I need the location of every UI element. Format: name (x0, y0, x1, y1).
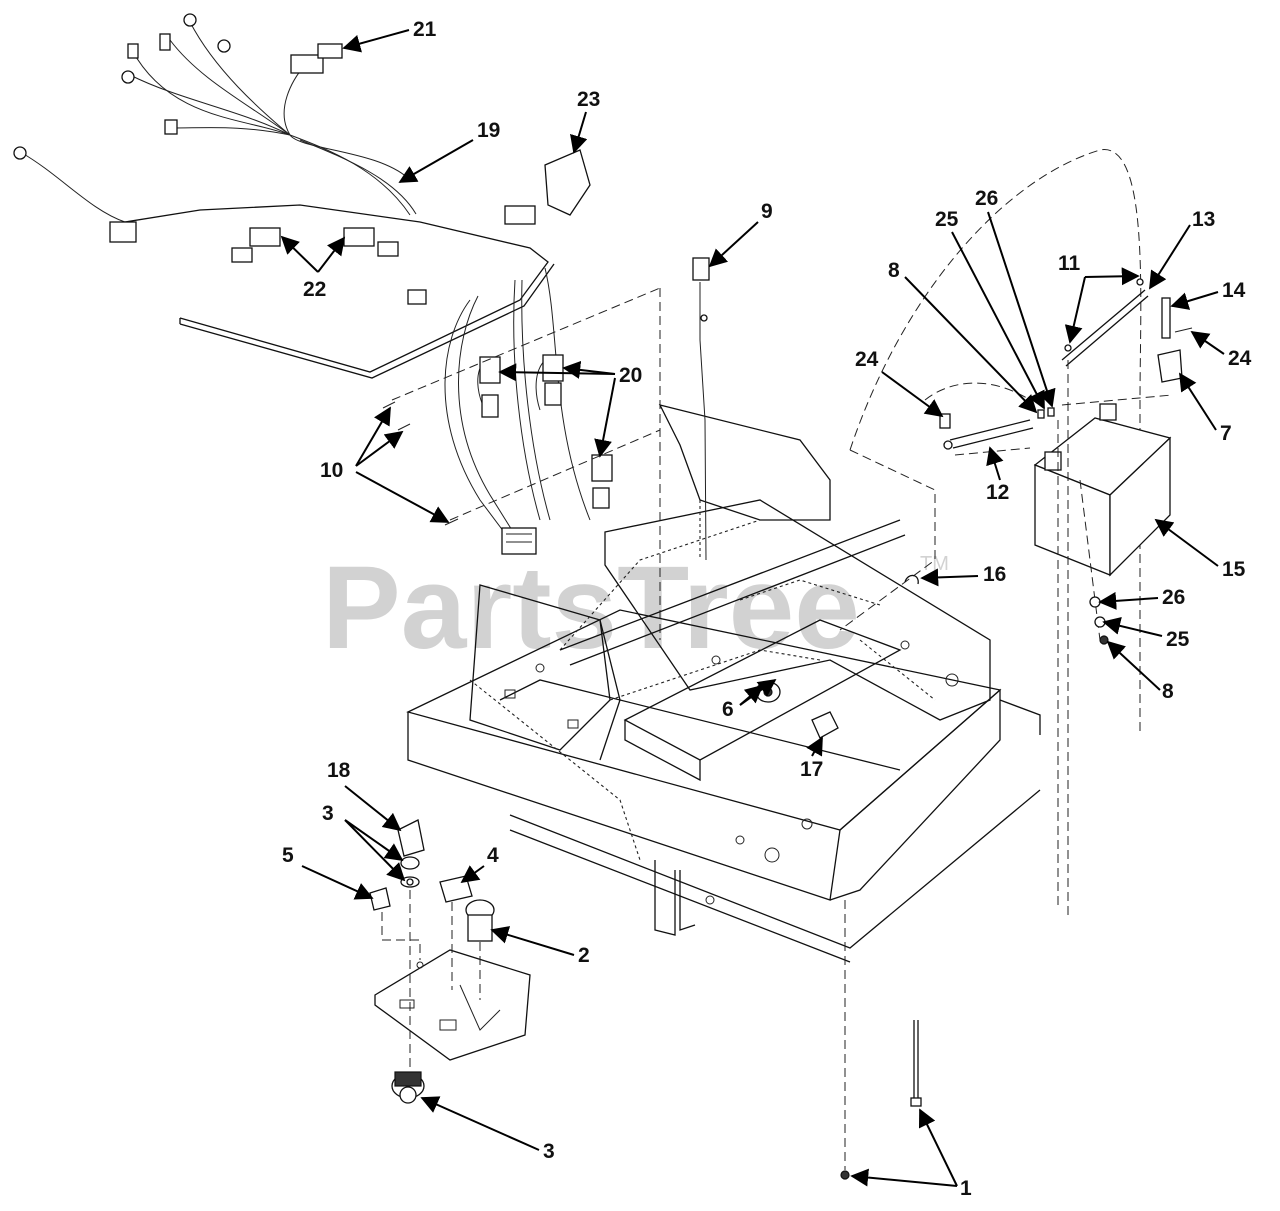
leader-24-left (881, 371, 944, 418)
dash-panel (369, 819, 531, 1104)
leader-21 (342, 29, 410, 53)
leader-11a (1064, 276, 1086, 344)
callout-9: 9 (761, 200, 773, 223)
leader-6b (739, 678, 777, 706)
chassis-frame (406, 404, 1041, 963)
leader-8-lower (1106, 640, 1161, 691)
leader-20c (594, 377, 616, 458)
leader-20b (562, 360, 616, 379)
callout-14: 14 (1222, 279, 1246, 302)
leader-22a (280, 235, 319, 273)
callout-2: 2 (578, 944, 590, 967)
ground-rods (840, 900, 922, 1180)
leader-25-upper (951, 231, 1045, 410)
callout-17: 17 (800, 758, 823, 781)
callout-3-lower: 3 (543, 1140, 555, 1163)
leader-3a (344, 819, 404, 862)
callout-21: 21 (413, 18, 437, 41)
leader-5 (301, 865, 374, 900)
leader-14 (1170, 291, 1219, 310)
leader-19 (398, 139, 474, 183)
leader-15 (1154, 518, 1219, 567)
leader-10c (355, 471, 450, 523)
battery-assembly (692, 149, 1193, 920)
callout-12: 12 (986, 481, 1009, 504)
leader-17 (806, 736, 823, 757)
callout-23: 23 (577, 88, 600, 111)
callout-25-upper: 25 (935, 208, 959, 231)
callout-16: 16 (983, 563, 1006, 586)
callout-5: 5 (282, 844, 294, 867)
callout-20: 20 (619, 364, 642, 387)
leader-26-lower (1098, 591, 1159, 610)
callout-1: 1 (960, 1177, 972, 1200)
leader-10b (355, 430, 404, 467)
leader-7 (1179, 372, 1217, 431)
callout-10: 10 (320, 459, 343, 482)
callout-labels: 1 2 3 3 4 5 6 7 8 8 9 10 11 12 13 14 15 … (282, 18, 1252, 1200)
watermark-text: PartsTree (322, 542, 860, 674)
callout-26-lower: 26 (1162, 586, 1185, 609)
leader-8-upper (904, 276, 1038, 414)
callout-24-right: 24 (1228, 347, 1252, 370)
leader-2 (490, 926, 575, 956)
callout-6: 6 (722, 698, 734, 721)
leader-26-upper (987, 211, 1056, 408)
leader-12 (986, 446, 1004, 481)
leader-arrows (280, 29, 1225, 1187)
callout-22: 22 (303, 278, 326, 301)
leader-24-right (1190, 330, 1225, 355)
leader-20a (498, 363, 616, 382)
callout-8-upper: 8 (888, 259, 900, 282)
leader-10a (355, 406, 391, 467)
watermark: PartsTree TM (322, 542, 949, 674)
callout-18: 18 (327, 759, 351, 782)
callout-3-upper: 3 (322, 802, 334, 825)
leader-9 (708, 221, 759, 268)
callout-24-left: 24 (855, 348, 879, 371)
leader-22b (317, 236, 346, 273)
callout-11: 11 (1058, 252, 1081, 275)
leader-3b (344, 819, 406, 882)
leader-18 (344, 785, 402, 832)
leader-1a (918, 1108, 958, 1187)
leader-13 (1149, 224, 1191, 290)
wiring-harness (13, 13, 661, 640)
callout-15: 15 (1222, 558, 1246, 581)
leader-11b (1084, 267, 1140, 286)
leader-4 (460, 865, 485, 884)
leader-16 (920, 568, 979, 587)
callout-19: 19 (477, 119, 500, 142)
callout-4: 4 (487, 844, 499, 867)
leader-23 (570, 111, 588, 154)
leader-1b (850, 1168, 958, 1187)
leader-25-lower (1102, 617, 1163, 637)
callout-25-lower: 25 (1166, 628, 1190, 651)
callout-13: 13 (1192, 208, 1215, 231)
callout-8-lower: 8 (1162, 680, 1174, 703)
callout-7: 7 (1220, 422, 1232, 445)
watermark-trademark: TM (920, 553, 949, 575)
leader-3c (420, 1096, 540, 1151)
callout-26-upper: 26 (975, 187, 998, 210)
